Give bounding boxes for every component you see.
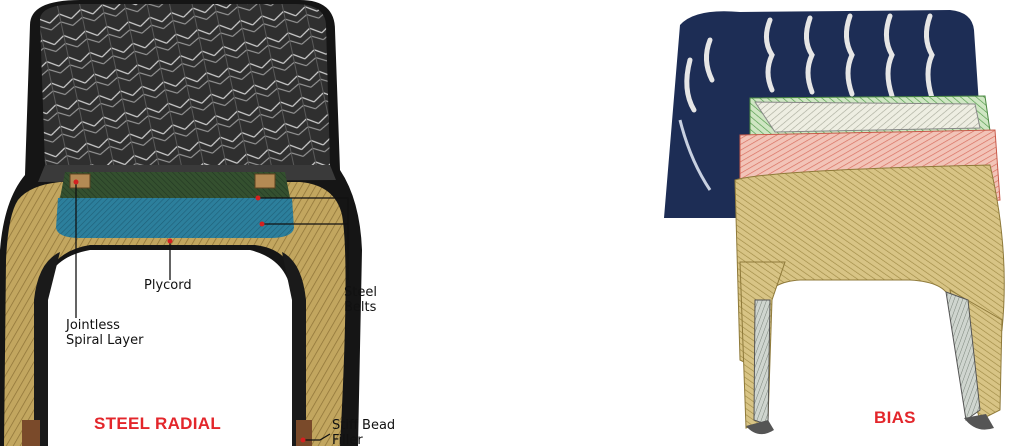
jointless-spiral-left [70,174,90,188]
plycord-label: Plycord [144,278,192,293]
steel-belts-label: Steel Belts [344,285,377,315]
jointless-spiral-right [255,174,275,188]
steel-belt-lower [56,198,294,238]
jointless-spiral-layer-label: Jointless Spiral Layer [66,318,143,348]
bead-left [22,420,40,446]
bias-diagram: BIAS [650,0,1032,446]
tread-pattern [40,4,330,165]
stiff-bead-filler-label: Stiff Bead Filler [332,418,395,448]
steel-radial-title: STEEL RADIAL [94,414,221,434]
bias-tire-illustration [650,0,1032,446]
bias-title: BIAS [874,408,916,428]
steel-radial-tire-illustration [0,0,460,446]
steel-radial-diagram: Plycord Jointless Spiral Layer Steel Bel… [0,0,460,446]
bias-inner-left [754,300,770,425]
